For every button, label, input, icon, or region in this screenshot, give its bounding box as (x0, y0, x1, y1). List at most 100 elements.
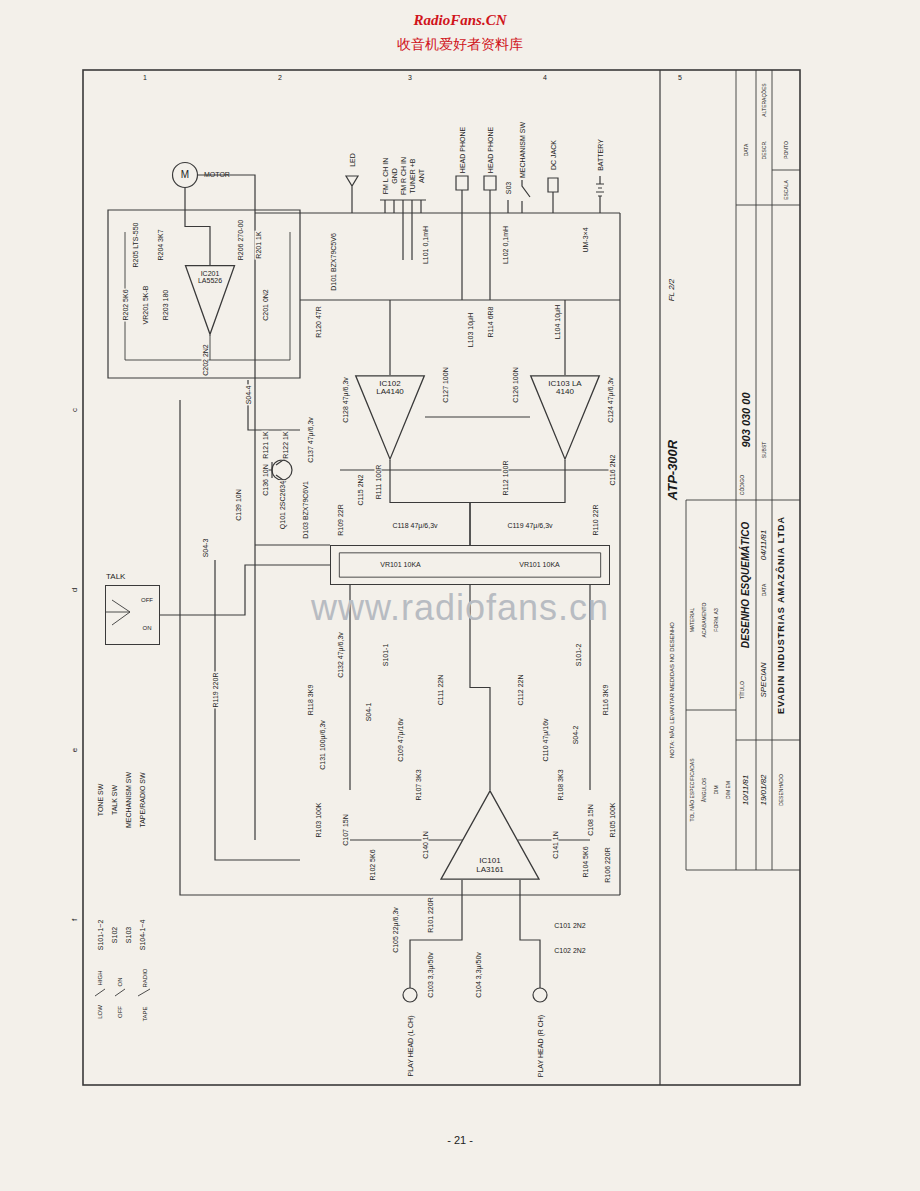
title-block-text: DIM EM (726, 780, 731, 800)
component-label: R102 5K6 (369, 848, 376, 881)
grid-reference: 2 (277, 74, 283, 81)
component-label: S04-2 (572, 725, 579, 746)
connector-name: GND (391, 167, 398, 185)
play-head-symbol (403, 988, 417, 1002)
component-label: OFF (140, 597, 154, 603)
component-label: R119 220R (212, 672, 219, 709)
title-block-text: DESCR. (762, 140, 767, 161)
connector-name: HEAD PHONE (487, 126, 494, 174)
component-label: L104 10μH (554, 304, 561, 340)
switch-legend-text: HIGH (97, 970, 103, 987)
switch-legend-text: RADIO (142, 967, 148, 988)
switch-legend-text: TAPE/RADIO SW (139, 771, 146, 828)
shape-outline (331, 546, 609, 584)
title-block-text: 10/11/81 (742, 774, 750, 807)
title-block-text: ATP-300R (666, 439, 679, 501)
grid-reference: c (71, 407, 79, 413)
component-label: R103 100K (315, 801, 322, 838)
title-block-text: DESENHO ESQUEMÁTICO (741, 521, 751, 650)
switch-legend-text: TAPE (142, 1005, 148, 1022)
title-block-text: SUBST (762, 441, 767, 460)
connector-name: FM R CH IN (400, 156, 407, 196)
amplifier-ic-triangle: IC101 LA3161 (440, 790, 540, 880)
motor-wire (198, 175, 255, 213)
component-label: R110 22R (592, 503, 599, 536)
component-label: R118 3K9 (307, 684, 314, 717)
component-label: S04-3 (202, 538, 209, 559)
component-label: R112 100R (502, 460, 509, 497)
component-label: C111 22N (437, 674, 444, 706)
wire-connector (160, 565, 330, 615)
switch-legend-text: S103 (125, 926, 132, 944)
component-label: S04-4 (245, 385, 252, 406)
component-label: C108 15N (587, 803, 594, 837)
regulator-wiring (125, 232, 290, 360)
component-label: PLAY HEAD (L CH) (407, 1015, 414, 1078)
component-label: C115 2N2 (357, 473, 364, 506)
component-label: C127 100N (442, 366, 449, 403)
title-block-text: TOL NÃO ESPECIFICADAS (690, 757, 695, 822)
title-block-divider (659, 70, 660, 1085)
component-label: R203 180 (162, 289, 169, 321)
component-label: L101 0,1mH (422, 225, 429, 265)
title-block-text: ÂNGULOS (702, 777, 707, 803)
component-label: C137 47μ/6,3v (307, 416, 314, 464)
component-label: C131 100μ/6,3v (319, 719, 326, 771)
switch-legend-text: S101-1~2 (97, 919, 104, 952)
component-label: R204 3K7 (157, 228, 164, 261)
component-label: C118 47μ/6,3v (391, 522, 438, 529)
component-label: R105 100K (609, 801, 616, 838)
switch-legend-text: OFF (117, 1005, 123, 1019)
node-text: VR101 10KA (519, 561, 559, 568)
regulator-board-outline (108, 210, 300, 378)
title-block-text: FL 2/2 (668, 278, 676, 303)
grid-reference: d (71, 587, 79, 593)
sheet-frame (83, 70, 800, 1085)
grid-reference: 3 (407, 74, 413, 81)
component-label: C124 47μ/6,3v (607, 376, 614, 424)
amplifier-ic-triangle: IC102 LA4140 (355, 375, 425, 460)
node-heading: TALK (106, 573, 125, 581)
switch-legend-text: S102 (111, 926, 118, 944)
connector-name: UM-3×4 (582, 226, 589, 253)
title-block-text: DESENHADO (779, 773, 784, 807)
component-label: D101 BZX79C5V6 (330, 232, 337, 292)
component-label: R108 3K3 (557, 768, 564, 801)
component-label: R106 220R (604, 846, 611, 883)
component-label: R122 1K (282, 430, 289, 459)
connector-name: MECHANISM SW (519, 121, 526, 179)
switch-legend-text: S104-1~4 (139, 919, 146, 952)
component-label: C103 3,3μ/50v (427, 951, 434, 999)
dc-jack-symbol (548, 178, 558, 213)
title-block-text: EVADIN INDUSTRIAS AMAZÔNIA LTDA (777, 515, 786, 715)
switch-legend-text: LOW (97, 1004, 103, 1020)
component-label: C109 47μ/16v (397, 717, 404, 763)
battery-symbol (596, 176, 604, 213)
wire-connector (470, 460, 565, 545)
component-label: C140 1N (422, 830, 429, 860)
node-text: VR101 10KA (380, 561, 420, 568)
component-label: R116 3K9 (602, 684, 609, 717)
title-block-grid (686, 70, 800, 870)
title-block-text: 04/11/81 (760, 529, 768, 562)
transistor-symbol (272, 460, 292, 480)
component-label: C119 47μ/6,3v (506, 522, 553, 529)
grid-reference: 4 (542, 74, 548, 81)
title-block-text: DATA (762, 583, 767, 598)
wiring (83, 70, 800, 1085)
motor-symbol (173, 163, 198, 188)
amplifier-ic-triangle: IC103 LA 4140 (530, 375, 600, 460)
connector-name: FM L CH IN (382, 157, 389, 196)
title-block-text: TÍTULO (740, 680, 745, 700)
transistor-wiring (248, 380, 300, 482)
potentiometer-inner-outline (339, 553, 600, 577)
component-label: C136 10N (262, 463, 269, 497)
title-block-text: 19/01/82 (760, 773, 768, 806)
component-label: ON (142, 625, 153, 631)
wire-connector (390, 460, 470, 545)
component-label: C102 2N2 (553, 947, 587, 954)
connector-name: ANT (418, 168, 425, 184)
component-label: C126 100N (512, 366, 519, 403)
component-label: D103 BZX79C6V1 (302, 480, 309, 540)
